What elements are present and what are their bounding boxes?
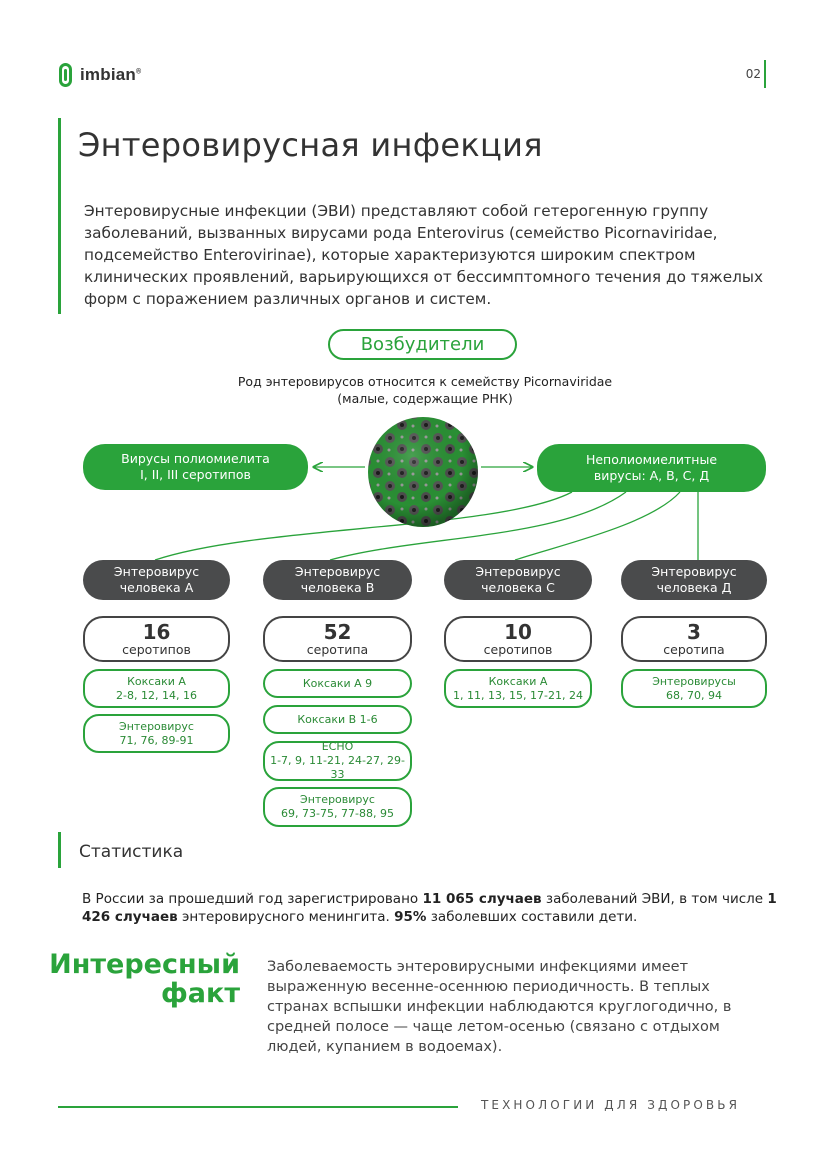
footer-divider <box>58 1106 458 1108</box>
intro-paragraph: Энтеровирусные инфекции (ЭВИ) представля… <box>84 202 764 308</box>
group-b-count: 52 серотипа <box>263 616 412 662</box>
connector-group-b <box>329 491 627 561</box>
page-number: 02 <box>745 67 761 81</box>
page-title: Энтеровирусная инфекция <box>78 126 543 164</box>
genus-caption: Род энтеровирусов относится к семейству … <box>237 374 613 406</box>
title-accent-bar <box>58 118 61 314</box>
statistics-accent-bar <box>58 832 61 868</box>
group-a-count: 16 серотипов <box>83 616 230 662</box>
logo-text: imbian® <box>80 65 142 84</box>
group-b-item: Коксаки А 9 <box>263 669 412 698</box>
pathogens-heading: Возбудители <box>328 329 517 360</box>
statistics-title: Статистика <box>79 842 184 862</box>
group-c-count: 10 серотипов <box>444 616 592 662</box>
page-number-divider <box>764 60 766 88</box>
statistics-text: В России за прошедший год зарегистрирова… <box>82 891 777 925</box>
logo-icon <box>58 61 74 89</box>
group-b-item: Коксаки В 1-6 <box>263 705 412 734</box>
virus-illustration <box>368 417 478 527</box>
footer-tagline: ТЕХНОЛОГИИ ДЛЯ ЗДОРОВЬЯ <box>481 1098 741 1112</box>
fact-text: Заболеваемость энтеровирусными инфекциям… <box>267 959 732 1055</box>
connector-group-a <box>154 491 573 561</box>
group-d-count: 3 серотипа <box>621 616 767 662</box>
connector-group-c <box>514 491 681 561</box>
brand-logo: imbian® <box>58 60 141 90</box>
fact-title: Интересный факт <box>49 949 240 1009</box>
